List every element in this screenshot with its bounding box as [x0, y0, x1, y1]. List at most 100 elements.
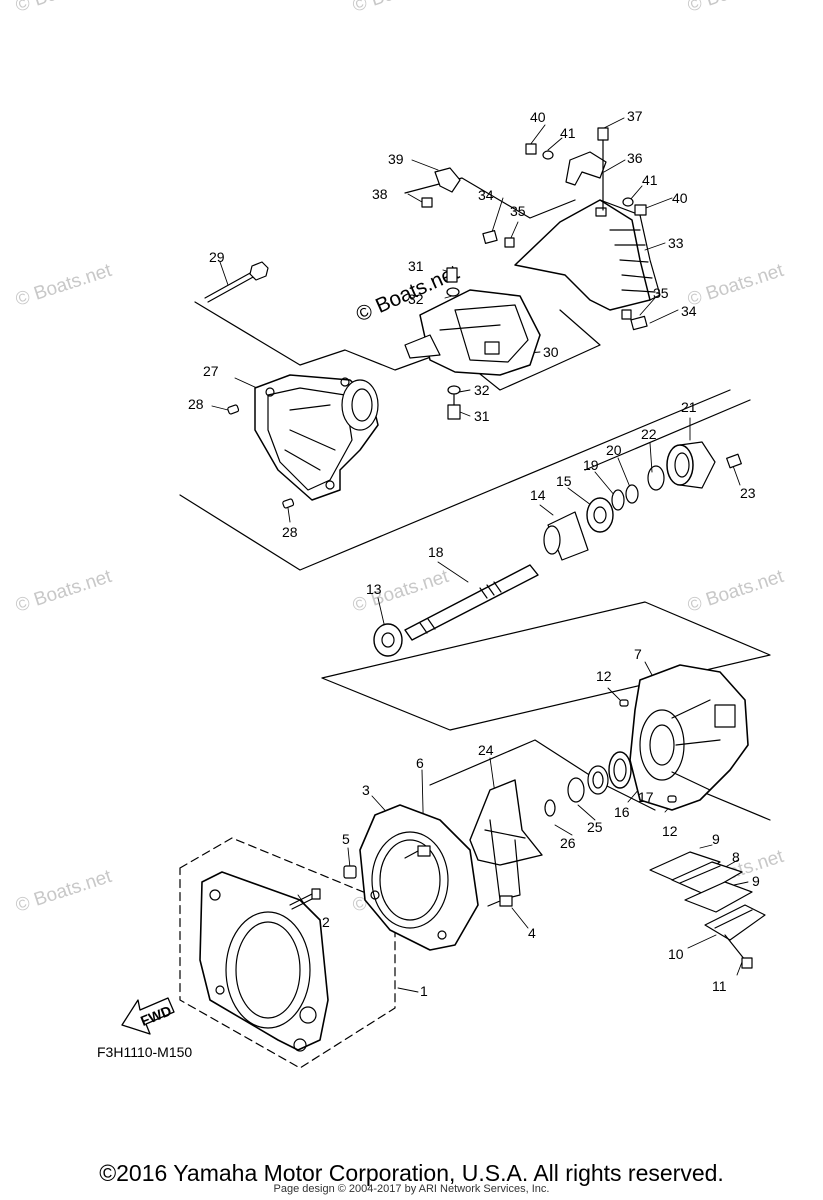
part-35-collars: [504, 237, 632, 320]
part-31-bolts: [446, 267, 461, 420]
part-9-gasket-upper: [649, 851, 721, 885]
part-5-collar: [343, 865, 357, 879]
callout-20: 20: [606, 442, 622, 458]
callout-37: 37: [627, 108, 643, 124]
copyright-notice: ©2016 Yamaha Motor Corporation, U.S.A. A…: [99, 1160, 724, 1186]
callout-33: 33: [668, 235, 684, 251]
part-6-bolt: [404, 845, 431, 859]
part-18-drive-shaft: [404, 564, 539, 641]
part-3-duct: [359, 804, 479, 951]
watermark: © Boats.net: [13, 260, 115, 311]
part-37-bolt: [597, 127, 609, 211]
callout-28-lower: 28: [282, 524, 298, 540]
part-17-liner-ring: [608, 751, 632, 789]
part-28-dowel-pins: [227, 404, 295, 509]
watermark: © Boats.net: [13, 866, 115, 917]
part-30-nozzle: [404, 289, 541, 376]
part-39-bracket: [434, 167, 461, 193]
callout-32-lower: 32: [474, 382, 490, 398]
callout-22: 22: [641, 426, 657, 442]
callout-8: 8: [732, 849, 740, 865]
page-design-credit: Page design © 2004-2017 by ARI Network S…: [273, 1183, 550, 1195]
watermark: © Boats.net: [685, 260, 787, 311]
callout-36: 36: [627, 150, 643, 166]
callout-38: 38: [372, 186, 388, 202]
part-33-reverse-bucket: [514, 199, 661, 311]
callout-25: 25: [587, 819, 603, 835]
callout-41-upper: 41: [560, 125, 576, 141]
callout-28-upper: 28: [188, 396, 204, 412]
duct-dashed-box: [179, 837, 396, 1069]
part-11-bolt: [724, 934, 753, 969]
callout-9-lower: 9: [752, 873, 760, 889]
callout-34-lower: 34: [681, 303, 697, 319]
callout-17: 17: [638, 789, 654, 805]
callout-2: 2: [322, 914, 330, 930]
part-8-cover: [671, 861, 743, 895]
callout-34-upper: 34: [478, 187, 494, 203]
part-16-seal: [587, 765, 609, 795]
callout-16: 16: [614, 804, 630, 820]
callout-19: 19: [583, 457, 599, 473]
callout-35-lower: 35: [653, 285, 669, 301]
callout-35-upper: 35: [510, 203, 526, 219]
callout-29: 29: [209, 249, 225, 265]
callout-24: 24: [478, 742, 494, 758]
part-9-gasket-lower: [684, 881, 753, 913]
group-outline-top: [179, 177, 751, 571]
part-23-bolt: [726, 453, 742, 469]
part-22-o-ring: [647, 465, 665, 491]
callout-5: 5: [342, 831, 350, 847]
part-20-collar: [625, 484, 639, 504]
part-10-cover: [704, 904, 766, 941]
watermark: © Boats.net: [13, 566, 115, 617]
callout-15: 15: [556, 473, 572, 489]
part-1-duct-plate: [199, 871, 329, 1052]
group-outline-shaft: [321, 601, 771, 731]
callout-31-upper: 31: [408, 258, 424, 274]
callout-41-lower: 41: [642, 172, 658, 188]
part-12-pins: [619, 699, 677, 803]
part-25-bearing: [567, 777, 585, 803]
part-19-oil-seal: [611, 489, 625, 511]
part-41-washers: [542, 150, 634, 207]
part-4-bolt: [487, 895, 513, 907]
callout-13: 13: [366, 581, 382, 597]
part-15-bearing: [586, 497, 614, 533]
part-26-o-ring: [544, 799, 556, 817]
part-7-pump-housing: [629, 664, 749, 811]
callout-30: 30: [543, 344, 559, 360]
callout-26: 26: [560, 835, 576, 851]
part-24-impeller: [469, 779, 543, 901]
callout-1: 1: [420, 983, 428, 999]
callout-23: 23: [740, 485, 756, 501]
fwd-arrow-icon: [121, 997, 175, 1035]
part-2-bolt: [289, 888, 321, 910]
callout-27: 27: [203, 363, 219, 379]
part-34-bolts: [482, 230, 648, 331]
watermark: © Boats.net: [350, 0, 452, 17]
callout-9-upper: 9: [712, 831, 720, 847]
callout-40-upper: 40: [530, 109, 546, 125]
part-13-bearing: [373, 623, 403, 657]
callout-39: 39: [388, 151, 404, 167]
callout-11: 11: [712, 978, 727, 994]
callout-4: 4: [528, 925, 536, 941]
part-40-bolts: [525, 143, 647, 216]
part-29-bolt: [204, 261, 269, 303]
callout-14: 14: [530, 487, 546, 503]
callout-32-upper: 32: [408, 291, 424, 307]
part-27-intermediate-housing: [254, 374, 379, 501]
watermark: © Boats.net: [685, 566, 787, 617]
callout-labels: 1 2 3 4 5 6 7 8 9 9 10 11 12 12 13 14 15…: [188, 108, 760, 999]
callout-6: 6: [416, 755, 424, 771]
callout-40-lower: 40: [672, 190, 688, 206]
watermark: © Boats.net: [13, 0, 115, 17]
part-21-cap: [666, 441, 716, 489]
callout-12-upper: 12: [596, 668, 612, 684]
drawing-code: F3H1110-M150: [97, 1044, 192, 1060]
part-14-sleeve: [543, 511, 589, 561]
part-38-bolt: [421, 197, 433, 208]
callout-7: 7: [634, 646, 642, 662]
